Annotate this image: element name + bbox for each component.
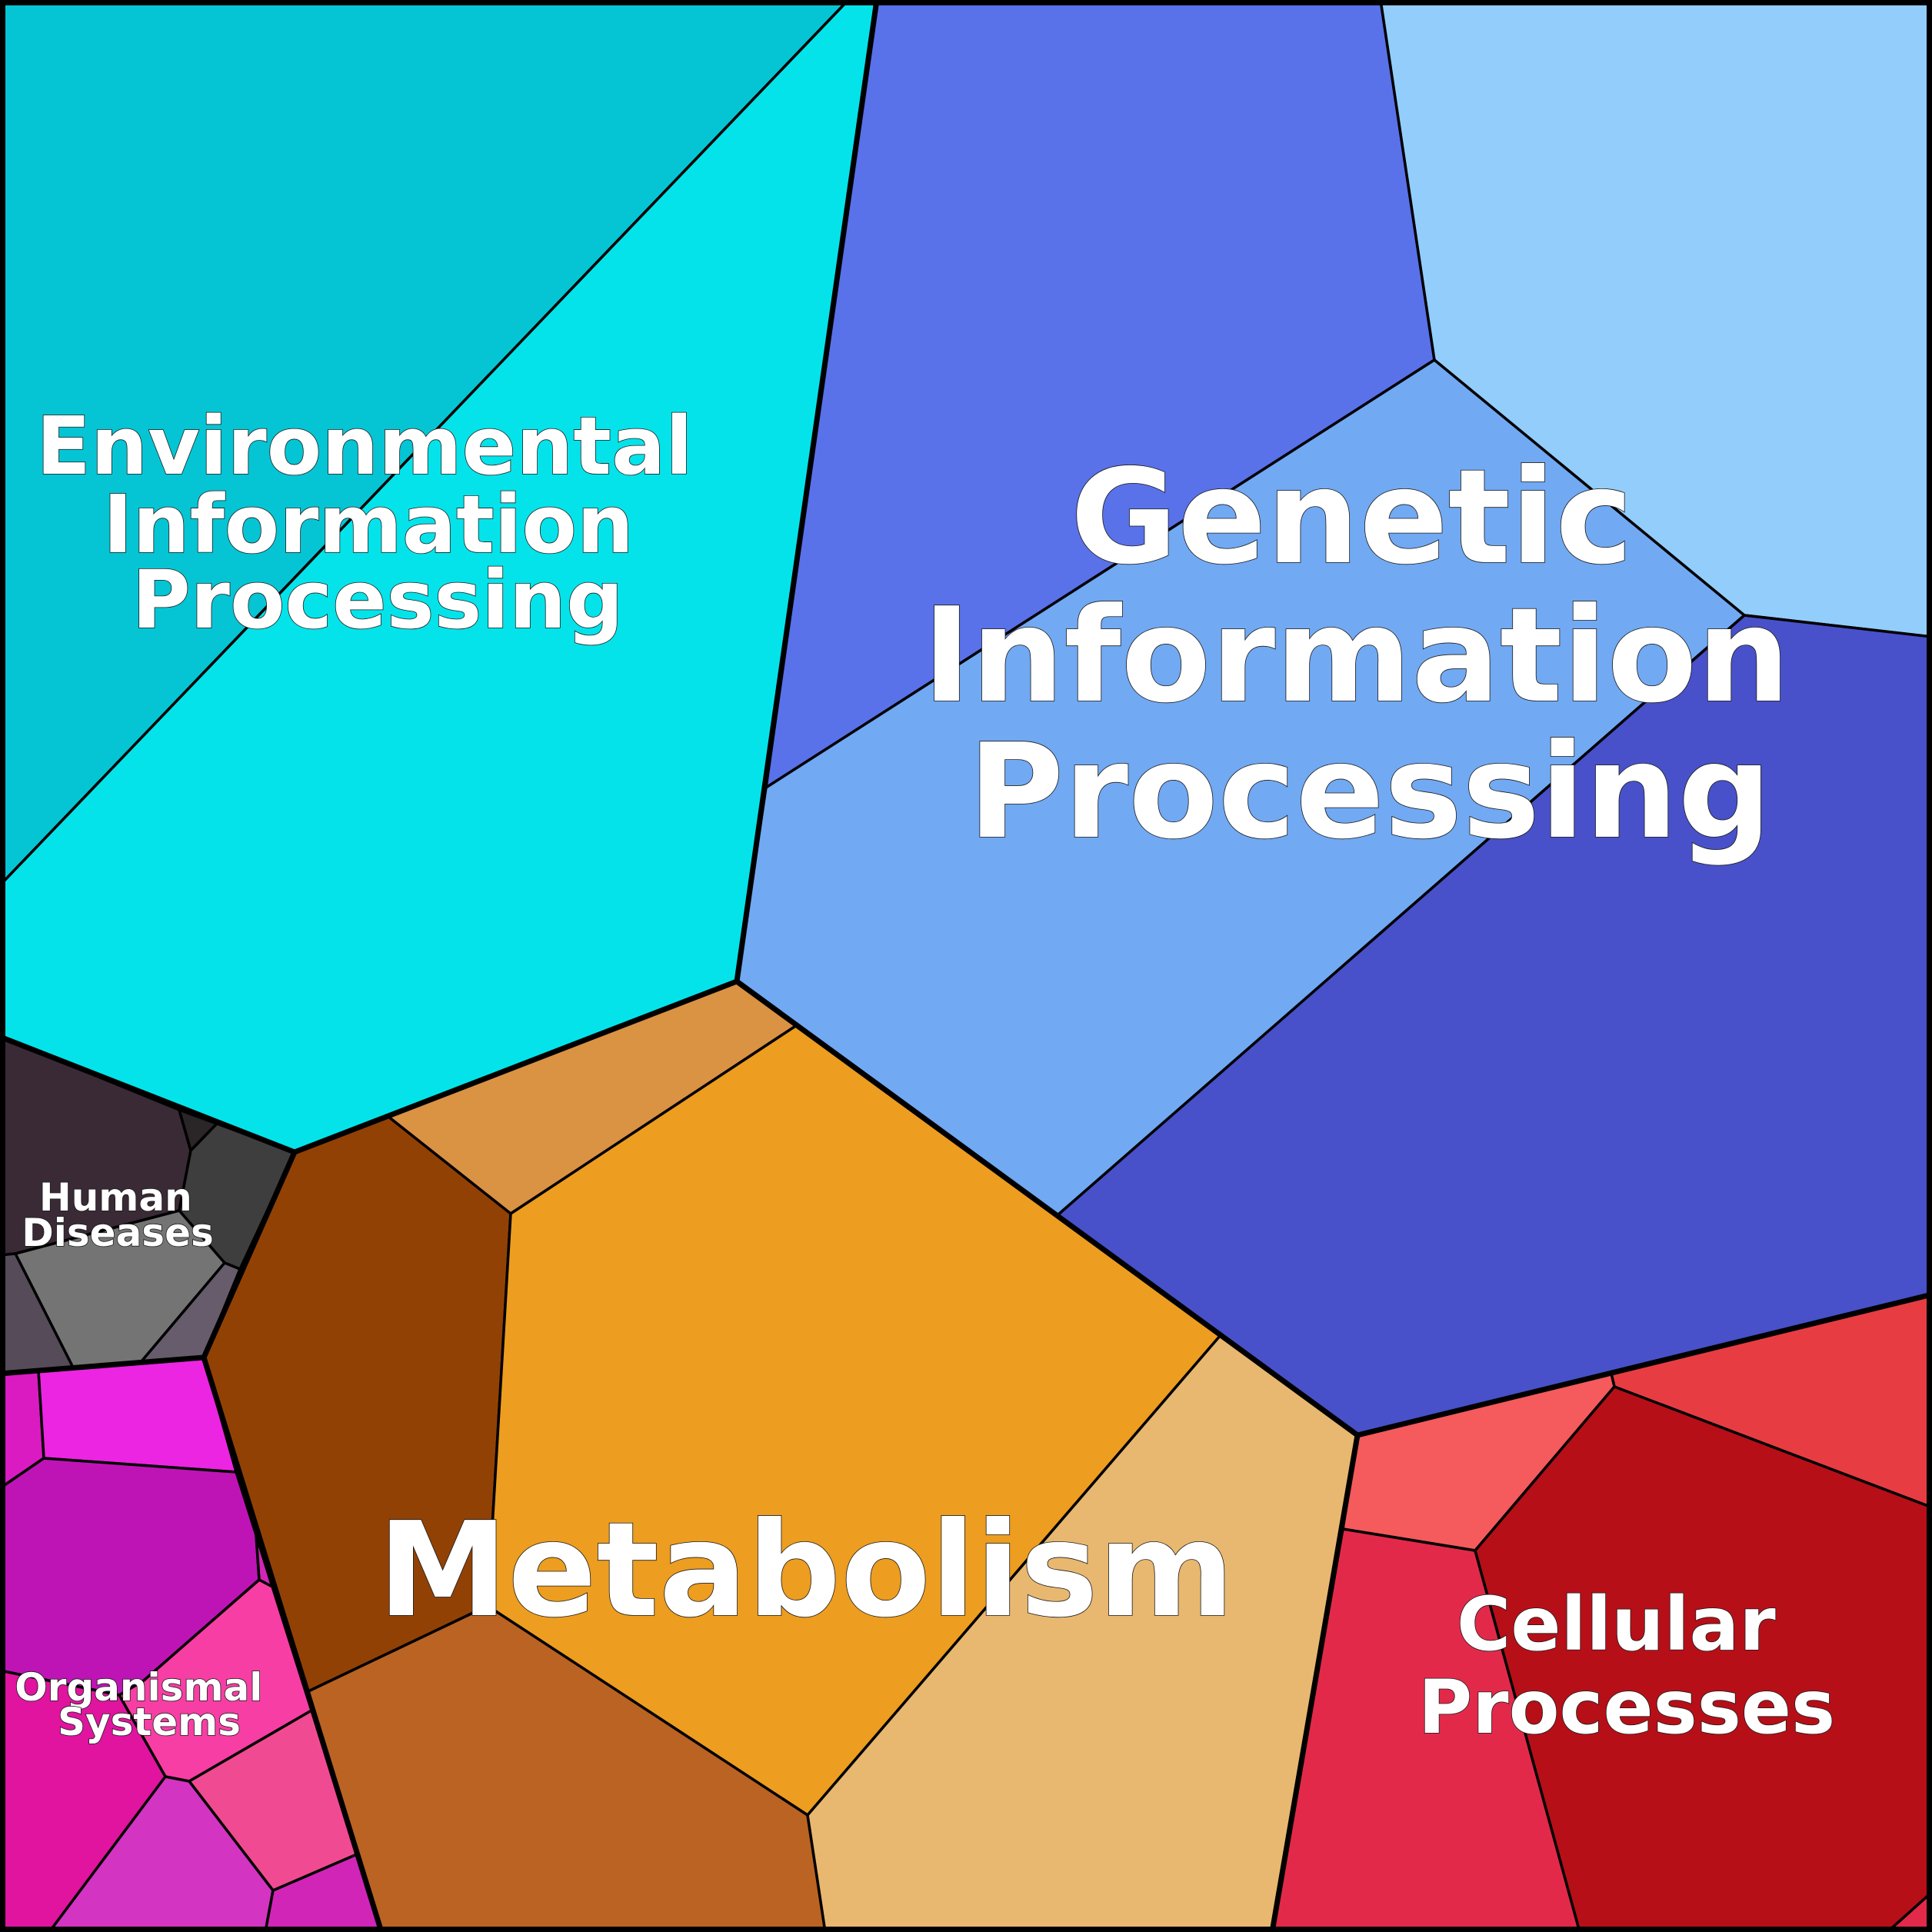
label-environmental-line-3: Processing: [132, 553, 623, 647]
label-human-diseases: Human Diseases: [22, 1175, 214, 1255]
label-metabolism-line-1: Metabolism: [378, 1494, 1234, 1647]
border-metabolism-cellular: [1269, 1434, 1361, 1932]
label-metabolism: Metabolism: [378, 1494, 1234, 1647]
region-genetic: [735, 0, 1932, 1437]
label-human-line-2: Diseases: [22, 1211, 214, 1255]
label-cellular: Cellular Processes: [1418, 1581, 1835, 1750]
label-organismal-line-1: Organismal: [15, 1665, 262, 1710]
cell-organismal-9: [264, 1853, 383, 1932]
label-genetic: Genetic Information Processing: [922, 441, 1835, 868]
region-metabolism: [202, 980, 1359, 1932]
label-cellular-line-2: Processes: [1418, 1664, 1835, 1750]
cell-cellular-4: [1474, 1385, 1932, 1932]
border-genetic-cellular: [1357, 1291, 1932, 1438]
label-human-line-1: Human: [39, 1175, 192, 1220]
border-env-genetic: [734, 0, 880, 982]
border-env-human: [0, 1034, 296, 1155]
label-genetic-line-1: Genetic: [1071, 441, 1633, 594]
region-cellular: [1271, 1293, 1932, 1932]
label-organismal: Organismal Systems: [15, 1665, 276, 1744]
border-human-organismal: [0, 1354, 205, 1377]
label-organismal-line-2: Systems: [58, 1700, 241, 1744]
label-genetic-line-2: Information: [922, 580, 1790, 732]
region-environmental: [0, 0, 878, 1154]
label-genetic-line-3: Processing: [968, 716, 1772, 868]
label-environmental-line-1: Environmental: [36, 399, 693, 493]
border-genetic-metabolism: [734, 979, 1360, 1437]
label-environmental-line-2: Information: [103, 478, 634, 571]
label-cellular-line-1: Cellular: [1457, 1581, 1776, 1667]
border-env-metabolism: [293, 978, 738, 1155]
region-human-diseases: [0, 1035, 296, 1375]
label-environmental: Environmental Information Processing: [36, 399, 721, 647]
border-metabolism-human: [201, 1151, 298, 1359]
region-organismal: [0, 1356, 383, 1932]
border-metabolism-organismal: [201, 1356, 385, 1932]
cell-cellular-5: [1886, 1890, 1932, 1932]
